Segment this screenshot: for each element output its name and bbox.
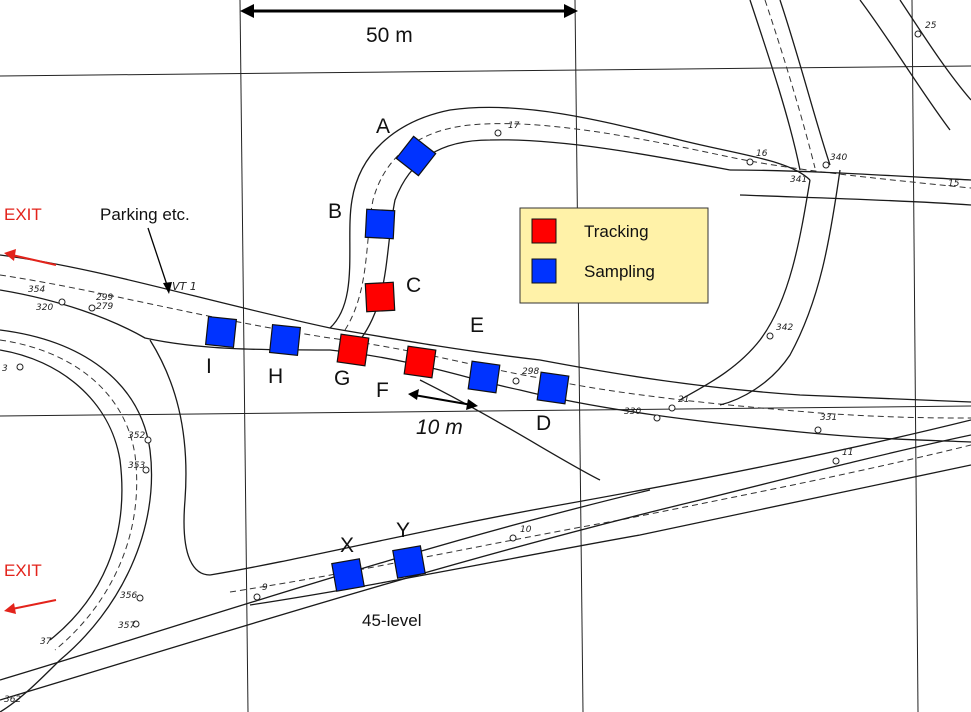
point-g-label: G xyxy=(334,367,350,390)
legend-swatch-tracking xyxy=(531,218,557,244)
arrow-left-icon xyxy=(408,389,419,400)
survey-station xyxy=(746,158,754,166)
survey-station xyxy=(58,298,66,306)
point-d-square xyxy=(536,371,570,405)
legend-label-tracking: Tracking xyxy=(584,222,649,241)
survey-station-label: 37 xyxy=(40,637,52,647)
exit-arrow-icon xyxy=(4,603,16,614)
point-x-label: X xyxy=(340,534,354,557)
survey-station xyxy=(653,414,661,422)
legend-label-sampling: Sampling xyxy=(584,262,655,281)
distance-marker: 10 m xyxy=(408,389,478,439)
survey-station-label: 21 xyxy=(678,395,689,405)
point-y-label: Y xyxy=(396,519,410,542)
survey-station-label: 352 xyxy=(128,431,145,441)
arrow-right-icon xyxy=(564,4,578,18)
point-d-label: D xyxy=(536,412,551,435)
scale-bar: 50 m xyxy=(240,4,578,47)
survey-station-label: 340 xyxy=(830,153,847,163)
point-h-label: H xyxy=(268,365,283,388)
point-i-label: I xyxy=(206,355,212,378)
survey-station-label: 357 xyxy=(118,621,135,631)
legend-swatch-sampling xyxy=(531,258,557,284)
survey-station-label: 330 xyxy=(624,407,641,417)
survey-station xyxy=(914,30,922,38)
survey-station xyxy=(814,426,822,434)
measurement-points: A B C D E F G H I X Y xyxy=(204,115,570,592)
survey-station-label: 354 xyxy=(28,285,45,295)
survey-station xyxy=(512,377,520,385)
point-f-square xyxy=(403,345,437,379)
point-c-label: C xyxy=(406,274,421,297)
point-f-label: F xyxy=(376,379,389,402)
survey-station-label: 341 xyxy=(790,175,807,185)
distance-marker-label: 10 m xyxy=(416,416,463,439)
survey-station xyxy=(142,466,150,474)
exit-arrow-icon xyxy=(4,249,16,261)
arrow-down-icon xyxy=(163,282,172,294)
survey-station-label: 25 xyxy=(925,21,937,31)
scale-bar-label: 50 m xyxy=(366,24,413,47)
exit-top: EXIT xyxy=(4,205,57,266)
survey-station xyxy=(253,593,261,601)
survey-station-label: 331 xyxy=(820,413,837,423)
point-b-label: B xyxy=(328,200,342,223)
point-c-square xyxy=(364,281,396,313)
survey-station-label: 17 xyxy=(508,121,520,131)
survey-stations: 17 16 340 341 15 354 320 299 279 342 298… xyxy=(2,21,960,705)
survey-station-label: 342 xyxy=(776,323,793,333)
survey-station-label: 15 xyxy=(948,179,960,189)
point-a-label: A xyxy=(376,115,390,138)
survey-station xyxy=(822,161,830,169)
survey-station xyxy=(136,594,144,602)
survey-station-label: 362 xyxy=(4,695,21,705)
point-y-square xyxy=(392,545,426,579)
survey-station-label: 353 xyxy=(128,461,145,471)
survey-station-label: 16 xyxy=(756,149,768,159)
exit-label: EXIT xyxy=(4,561,42,580)
survey-station xyxy=(132,620,140,628)
point-h-square xyxy=(268,323,302,357)
survey-station-label: 279 xyxy=(96,302,113,312)
point-b-square xyxy=(364,208,396,240)
point-g-square xyxy=(336,333,370,367)
point-e-label: E xyxy=(470,314,484,337)
map-code-label: VT 1 xyxy=(172,280,197,293)
survey-station-label: 9 xyxy=(262,583,268,593)
exit-label: EXIT xyxy=(4,205,42,224)
point-a-square xyxy=(395,135,437,177)
survey-station xyxy=(766,332,774,340)
survey-station xyxy=(144,436,152,444)
survey-station-label: 3 xyxy=(2,364,8,374)
parking-label: Parking etc. xyxy=(100,205,190,224)
survey-station xyxy=(494,129,502,137)
legend: Tracking Sampling xyxy=(519,207,709,304)
arrow-left-icon xyxy=(240,4,254,18)
survey-station-label: 320 xyxy=(36,303,53,313)
survey-station-label: 11 xyxy=(842,448,853,458)
survey-station xyxy=(88,304,96,312)
survey-station-label: 10 xyxy=(520,525,532,535)
survey-station xyxy=(509,534,517,542)
arrow-right-icon xyxy=(466,399,478,410)
survey-station-label: 298 xyxy=(522,367,539,377)
survey-station xyxy=(668,404,676,412)
parking-annotation: Parking etc. xyxy=(100,205,190,294)
point-e-square xyxy=(467,360,501,394)
survey-station xyxy=(16,363,24,371)
survey-station xyxy=(832,457,840,465)
point-i-square xyxy=(204,315,238,349)
exit-bottom: EXIT xyxy=(4,561,57,614)
survey-station-label: 356 xyxy=(120,591,137,601)
point-x-square xyxy=(331,558,365,592)
survey-station-label: 299 xyxy=(96,293,113,303)
level-label: 45-level xyxy=(362,611,422,630)
